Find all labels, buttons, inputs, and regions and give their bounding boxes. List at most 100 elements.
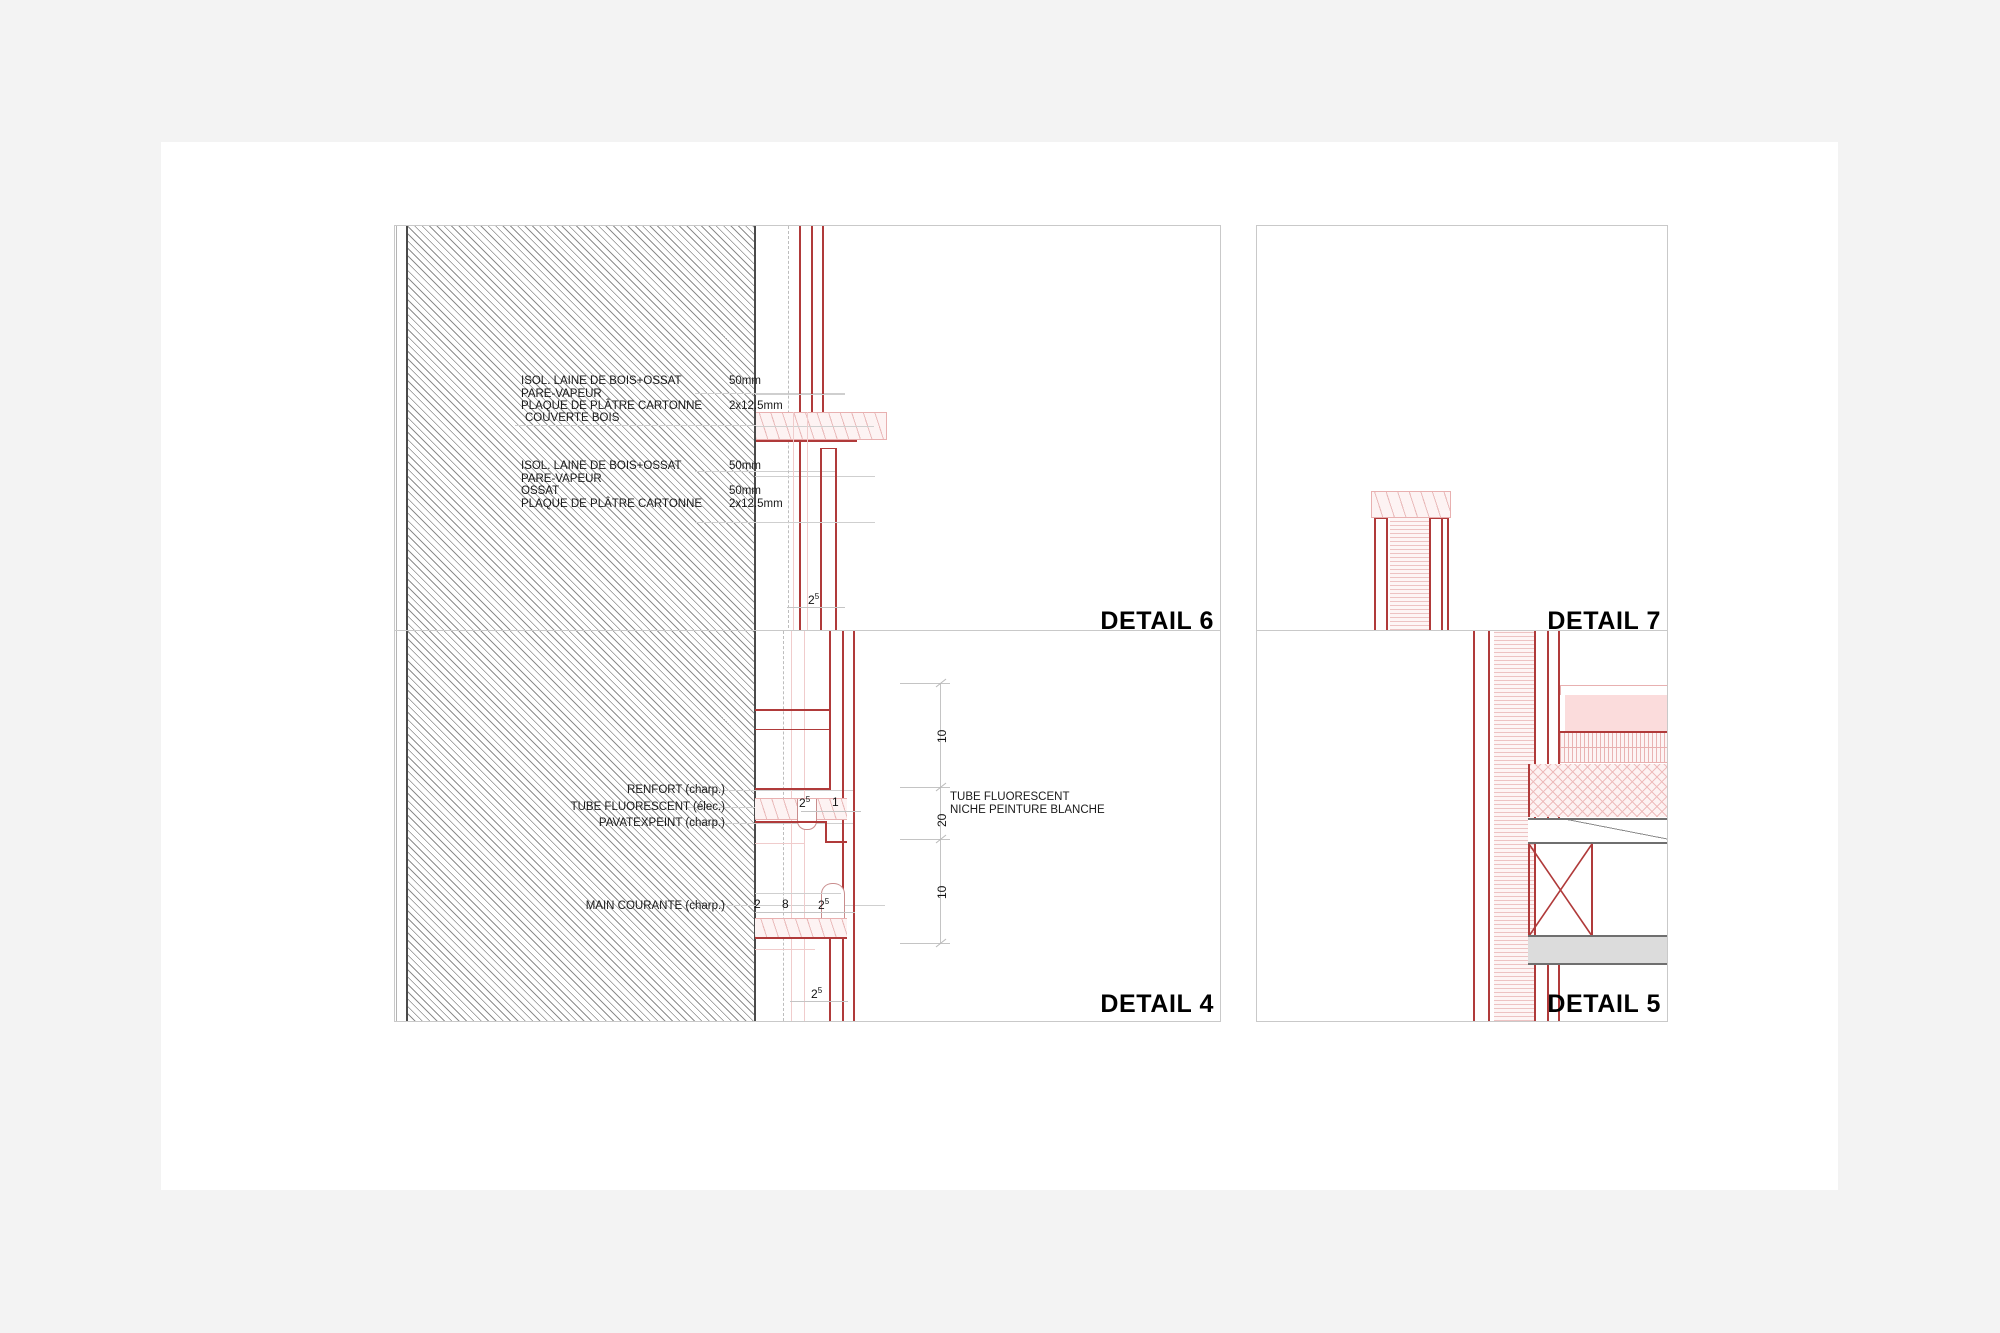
spec-block-upper: ISOL. LAINE DE BOIS+OSSAT 50mm PARE-VAPEU… [521,375,783,413]
brace-post-right [1591,844,1593,936]
dimension-extension [900,683,950,684]
post-line-faint [807,412,808,638]
stud-line [822,226,824,412]
floor-layer-edge [1560,731,1667,733]
dimension-value: 1 [832,795,839,809]
cap-outline [1371,517,1451,518]
dimension-label: 25 [811,986,822,1001]
reference-line [755,893,841,894]
post-line [1386,518,1388,638]
layer-edge [1528,963,1667,965]
dimension-value: 2 [808,593,815,607]
post-line [1547,945,1549,1021]
x-brace-icon [1528,843,1593,937]
leader-line [515,425,845,426]
sill-hatch [755,918,847,938]
reference-line [755,522,875,523]
detail-panel-6[interactable]: ISOL. LAINE DE BOIS+OSSAT 50mm PARE-VAPEU… [394,225,1221,639]
spec-label: PLAQUE DE PLÂTRE CARTONNE [521,497,703,510]
post-line [1558,945,1560,1021]
cap-outline [1450,491,1451,518]
post-line [1429,518,1431,638]
note-line: NICHE PEINTURE BLANCHE [950,804,1105,816]
dimension-label: 25 [808,592,819,607]
niche-step [825,841,847,843]
post-line [1447,518,1449,638]
reference-line [755,476,875,477]
spec-label: ISOL. LAINE DE BOIS+OSSAT [521,375,682,387]
guide-line [755,949,815,950]
wall-hatch-region [407,631,755,1021]
spec-label: PARE-VAPEUR [521,387,602,400]
stud-line [799,226,801,412]
dimension-label: 25 [799,795,810,810]
floor-outline-top [1560,685,1667,686]
sill-outline [755,937,847,939]
spec-value: 50mm [729,460,761,472]
post-line [1558,631,1560,834]
stud-line [811,226,813,412]
post-line [1374,518,1376,638]
shelf-line [755,788,831,790]
beam-underside [756,440,857,442]
floor-layer-insulation [1565,695,1667,731]
note-line: TUBE FLUORESCENT [950,791,1070,803]
callout-main-courante: MAIN COURANTE (charp.) [455,899,725,914]
dimension-label-vertical: 10 [935,886,949,899]
dimension-exponent: 5 [805,795,811,804]
spec-value: 50mm [729,375,761,387]
post-core-hatch [1390,518,1430,638]
post-line [829,939,831,1021]
note-tube-fluorescent: TUBE FLUORESCENT NICHE PEINTURE BLANCHE [950,791,1105,817]
drawing-sheet: ISOL. LAINE DE BOIS+OSSAT 50mm PARE-VAPEU… [161,142,1838,1190]
dimension-extension [900,787,950,788]
floor-layer-edge [1560,762,1667,763]
callout-text: PAVATEXPEINT (charp.) [598,817,725,829]
layer-edge [1528,818,1667,820]
beam-center-line [756,426,874,427]
leader-line [685,823,855,824]
detail-panel-5[interactable]: DETAIL 5 [1256,630,1668,1022]
leader-line [685,790,855,791]
dimension-exponent: 5 [817,986,823,995]
dimension-value: 2 [811,987,818,1001]
post-cap [820,448,837,449]
beam-outline-bottom [756,439,887,440]
spec-label: COUVERTE BOIS [525,412,620,424]
floor-outline-step [1560,685,1561,695]
dimension-label: 2 [754,897,761,911]
floor-layer-gray [1528,936,1667,964]
spec-block-middle: COUVERTE BOIS [525,412,619,425]
beam-outline-right [886,412,887,440]
beam-outline-top [756,412,887,413]
leader-line [695,393,845,394]
dimension-line [787,607,845,608]
spec-value: 2x12.5mm [729,497,783,510]
callout-pavatexpeint: PAVATEXPEINT (charp.) [455,816,725,831]
detail-panel-7[interactable]: DETAIL 7 [1256,225,1668,639]
dimension-value: 2 [754,897,761,911]
wall-edge-left [406,226,408,638]
layer-edge [1528,935,1667,937]
floor-layer-diagonal-hatch [1528,819,1667,843]
callout-tube-fluorescent: TUBE FLUORESCENT (élec.) [455,800,725,815]
cap-outline [1371,491,1451,492]
floor-layer-cross-hatch [1528,764,1667,817]
wall-edge-outer [396,226,397,638]
dimension-value: 10 [935,729,949,743]
dimension-label-vertical: 20 [935,814,949,827]
stud-line [842,631,844,1021]
detail-label-4: DETAIL 4 [1100,990,1214,1018]
reference-line [755,394,845,395]
dimension-line [755,912,855,913]
dimension-extension [900,943,950,944]
post-line [1488,631,1490,1021]
wall-edge-outer [396,631,397,1021]
post-line [1547,631,1549,834]
wall-edge-right [754,226,756,638]
spec-value: 2x12.5mm [729,400,783,413]
detail-panel-4[interactable]: RENFORT (charp.) TUBE FLUORESCENT (élec.… [394,630,1221,1022]
dimension-exponent: 5 [814,592,820,601]
spec-label: PARE-VAPEUR [521,472,602,485]
